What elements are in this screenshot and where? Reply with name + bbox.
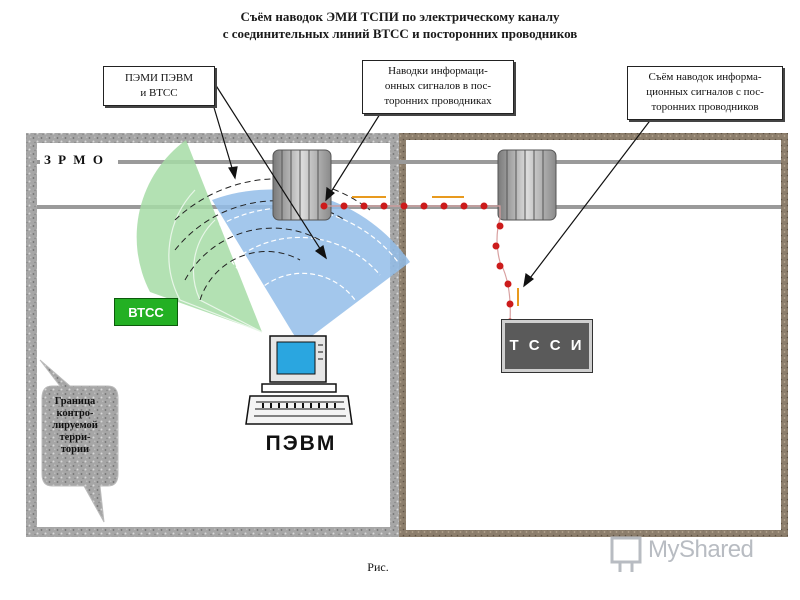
callout-pemi-line-1: ПЭМИ ПЭВМ	[124, 72, 193, 84]
pevm-label: ПЭВМ	[265, 432, 337, 455]
callout-pickup: Съём наводок информа- ционных сигналов с…	[627, 66, 783, 120]
boundary-line-4: терри-	[59, 432, 91, 443]
callout-pickup-line-3: торонних проводников	[651, 101, 759, 113]
callout-pickup-line-2: ционных сигналов с пос-	[646, 86, 764, 98]
emi-emission-green	[136, 140, 263, 333]
computer-icon	[245, 335, 353, 425]
boundary-line-1: Граница	[54, 396, 96, 407]
speech-bubble-icon	[39, 359, 119, 523]
boundary-label: Граница контро- лируемой терри- тории	[46, 396, 104, 456]
coil-icon-right	[497, 149, 557, 221]
boundary-line-5: тории	[60, 444, 90, 455]
boundary-line-3: лируемой	[52, 420, 98, 431]
diagram-title: Съём наводок ЭМИ ТСПИ по электрическому …	[150, 8, 650, 42]
tssi-device: Т С С И	[501, 319, 593, 373]
zone-label: З Р М О	[40, 150, 118, 170]
vtss-device: ВТСС	[114, 298, 178, 326]
callout-induced: Наводки информаци- онных сигналов в пос-…	[362, 60, 514, 114]
boundary-line-2: контро-	[56, 408, 94, 419]
callout-pemi: ПЭМИ ПЭВМ и ВТСС	[103, 66, 215, 106]
title-line-1: Съём наводок ЭМИ ТСПИ по электрическому …	[240, 9, 560, 24]
figure-caption: Рис.	[367, 560, 389, 574]
callout-induced-line-3: торонних проводниках	[384, 95, 492, 107]
watermark-logo-icon	[610, 536, 642, 572]
coil-icon-left	[272, 149, 332, 221]
callout-pickup-line-1: Съём наводок информа-	[648, 71, 762, 83]
callout-induced-line-1: Наводки информаци-	[388, 65, 488, 77]
foreign-conductors	[37, 160, 781, 209]
callout-pemi-line-2: и ВТСС	[140, 87, 178, 99]
title-line-2: с соединительных линий ВТСС и посторонни…	[222, 26, 578, 41]
callout-induced-line-2: онных сигналов в пос-	[384, 80, 492, 92]
watermark-text: MyShared	[648, 536, 754, 563]
signal-path	[320, 202, 514, 326]
right-zone-wall	[399, 133, 788, 537]
signal-dashes	[352, 196, 519, 306]
